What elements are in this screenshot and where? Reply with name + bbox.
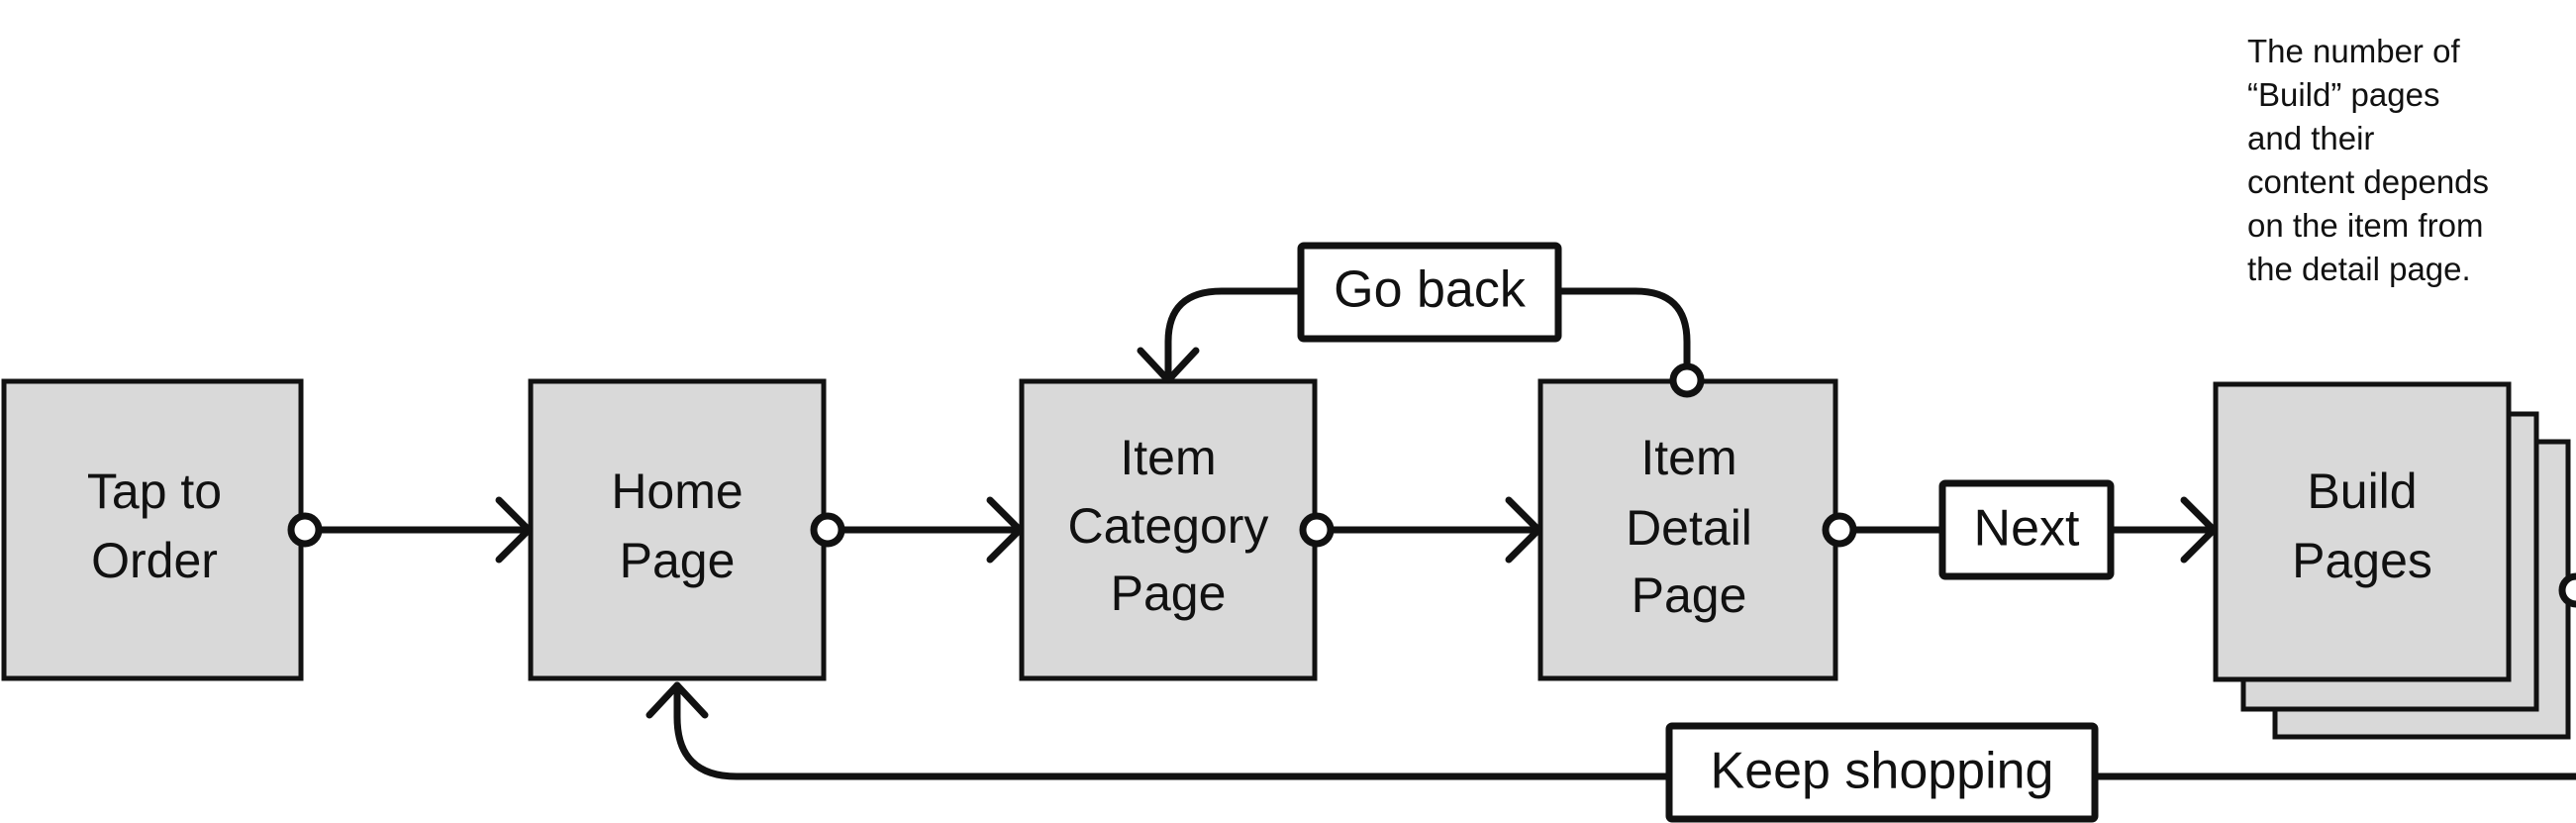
connector-dot xyxy=(810,512,845,548)
node-label-line: Tap to xyxy=(87,463,222,519)
node-label-line: Order xyxy=(91,533,218,588)
edge-detail-to-build xyxy=(1837,496,2218,564)
node-label-line: Item xyxy=(1640,430,1736,485)
label-keep-shopping: Keep shopping xyxy=(1665,722,2099,823)
connector-dot xyxy=(2558,572,2576,608)
connector-dot xyxy=(1669,362,1705,398)
label-go-back-text: Go back xyxy=(1334,261,1527,319)
edge-tap-to-home xyxy=(301,496,533,564)
edge-category-to-detail xyxy=(1313,496,1542,564)
label-keep-shopping-text: Keep shopping xyxy=(1711,743,2054,800)
node-label-line: Build xyxy=(2307,463,2417,519)
node-item-detail-page[interactable]: Item Detail Page xyxy=(1537,378,1838,681)
node-label-line: Item xyxy=(1120,430,1216,485)
node-label-line: Category xyxy=(1068,498,1269,554)
node-label-line: Detail xyxy=(1626,500,1752,556)
node-home-page[interactable]: Home Page xyxy=(528,378,827,681)
connector-dot xyxy=(287,512,323,548)
connector-dot xyxy=(1299,512,1335,548)
edge-keep-shopping xyxy=(645,681,2576,780)
node-tap-to-order[interactable]: Tap to Order xyxy=(1,378,304,681)
label-next: Next xyxy=(1938,479,2115,580)
node-label-line: Page xyxy=(1632,567,1747,623)
label-next-text: Next xyxy=(1974,500,2080,558)
node-item-category-page[interactable]: Item Category Page xyxy=(1019,378,1318,681)
note-text: The number of “Build” pages and their co… xyxy=(2247,33,2490,287)
edge-go-back xyxy=(1137,287,1691,384)
node-label-line: Page xyxy=(1111,566,1227,621)
node-label-line: Home xyxy=(611,463,743,519)
edge-home-to-category xyxy=(824,496,1024,564)
node-label-line: Page xyxy=(620,533,736,588)
sticky-note: The number of “Build” pages and their co… xyxy=(2212,0,2576,322)
node-build-pages[interactable]: Build Pages xyxy=(2213,381,2512,682)
node-label-line: Pages xyxy=(2292,533,2432,588)
label-go-back: Go back xyxy=(1297,242,1562,343)
connector-dot xyxy=(1822,512,1857,548)
